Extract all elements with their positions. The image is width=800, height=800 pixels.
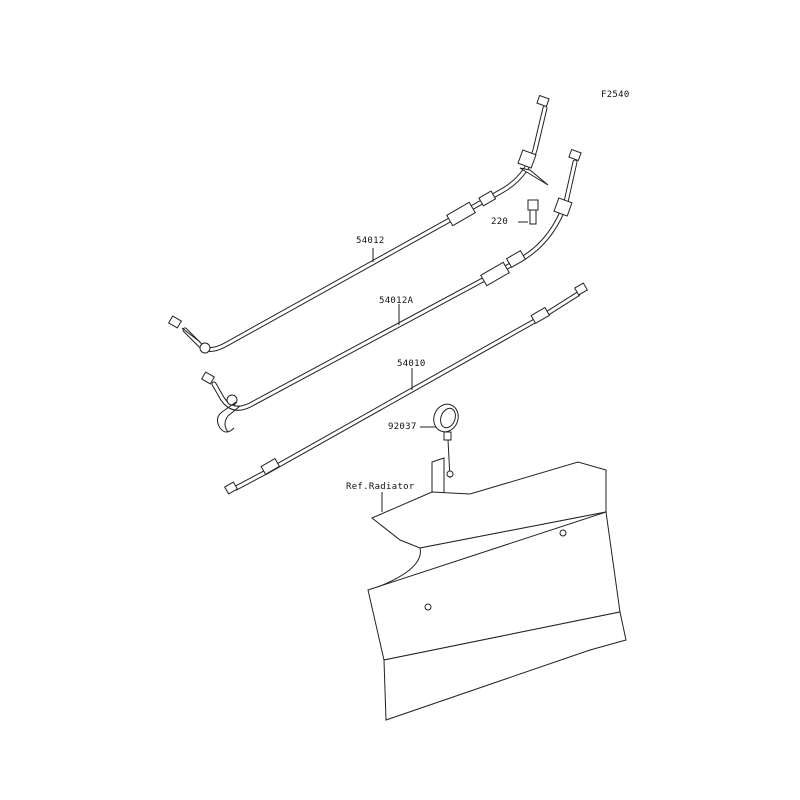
- part-label-54012[interactable]: 54012: [356, 236, 385, 246]
- part-label-54012a[interactable]: 54012A: [379, 296, 414, 306]
- leader-lines: [372, 221, 528, 512]
- part-label-92037[interactable]: 92037: [388, 422, 417, 432]
- cable-54010[interactable]: [223, 282, 589, 495]
- part-label-54010[interactable]: 54010: [397, 359, 426, 369]
- cable-54012a[interactable]: [200, 148, 582, 433]
- radiator-reference: [367, 457, 627, 721]
- diagram-code: F2540: [601, 90, 630, 100]
- part-label-220[interactable]: 220: [491, 217, 509, 227]
- cable-54012[interactable]: [167, 94, 550, 354]
- grommet-92037[interactable]: [430, 401, 462, 479]
- bolt-220[interactable]: [527, 199, 539, 225]
- part-label-ref-radiator[interactable]: Ref.Radiator: [346, 482, 415, 492]
